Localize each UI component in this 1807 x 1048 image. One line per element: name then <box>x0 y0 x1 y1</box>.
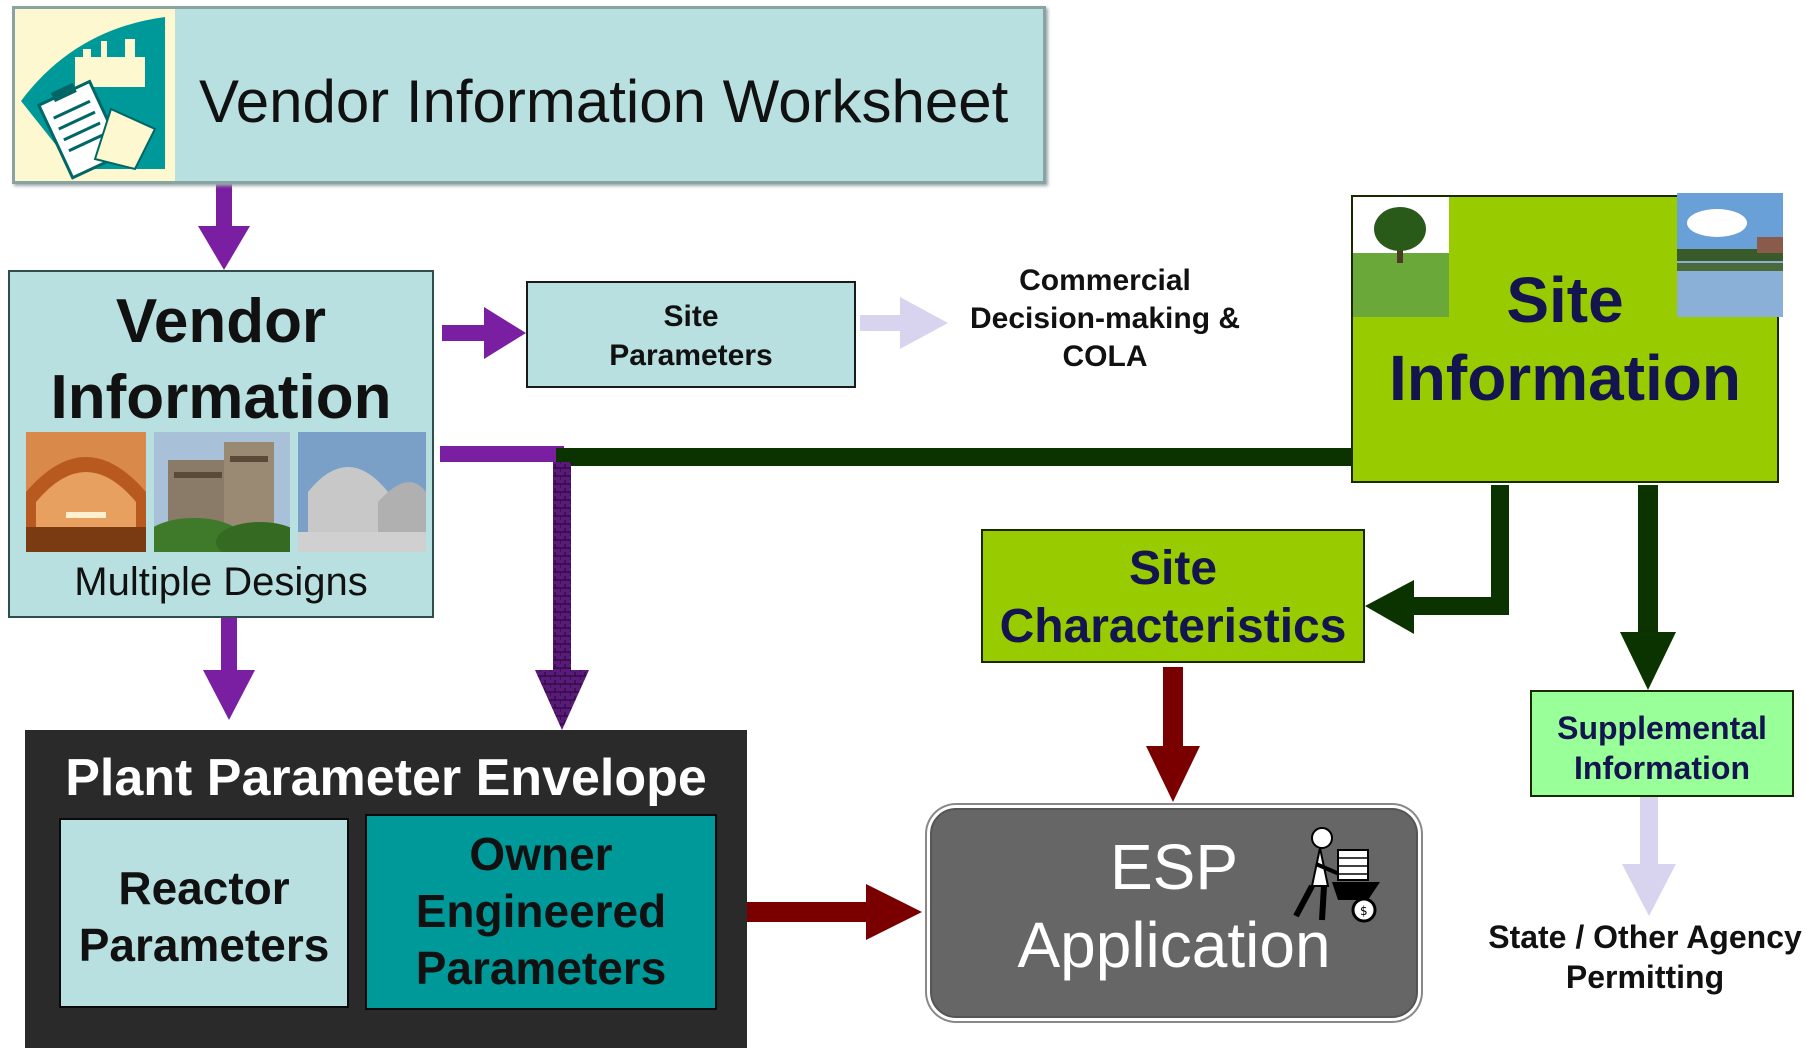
supplemental-line1: Supplemental <box>1557 710 1767 746</box>
owner-line2: Engineered <box>415 885 667 937</box>
vendor-worksheet-box: Vendor Information Worksheet <box>12 6 1046 184</box>
plant-parameter-envelope-box: Plant Parameter Envelope Reactor Paramet… <box>25 730 747 1048</box>
ppe-title: Plant Parameter Envelope <box>65 749 707 807</box>
arrow-worksheet-to-vendor <box>198 184 250 270</box>
arrow-characteristics-to-esp <box>1146 667 1200 802</box>
arrow-vendor-to-site-parameters <box>442 307 526 359</box>
commercial-line2: Decision-making & <box>969 302 1241 335</box>
site-info-line <box>556 448 1353 466</box>
vendor-information-box: Vendor Information Multiple Designs <box>8 270 434 618</box>
reactor-containment-photo <box>298 432 426 552</box>
worksheet-clipboard-icon <box>15 9 175 181</box>
supplemental-information-box: Supplemental Information <box>1530 690 1794 797</box>
reactor-line1: Reactor <box>118 862 290 914</box>
site-parameters-line1: Site <box>663 300 719 333</box>
commercial-line1: Commercial <box>1019 264 1191 297</box>
vendor-info-title-line1: Vendor <box>115 287 327 356</box>
vendor-info-subtitle: Multiple Designs <box>74 560 368 604</box>
owner-engineered-parameters-box: Owner Engineered Parameters <box>365 814 717 1010</box>
site-parameters-line2: Parameters <box>609 339 773 372</box>
svg-text:$: $ <box>1360 904 1368 918</box>
worksheet-title: Vendor Information Worksheet <box>199 68 1009 135</box>
site-characteristics-line1: Site <box>1128 542 1218 595</box>
arrow-site-info-to-supplemental <box>1620 485 1676 690</box>
wheelbarrow-figure-icon: $ <box>1293 827 1380 923</box>
arrow-supplemental-to-state <box>1622 797 1676 916</box>
arrow-site-info-to-characteristics <box>1365 485 1509 634</box>
state-permitting-label: State / Other Agency Permitting <box>1480 917 1807 997</box>
tree-field-photo <box>1353 197 1449 317</box>
lake-reflection-photo <box>1677 193 1783 317</box>
commercial-line3: COLA <box>1062 340 1148 373</box>
arrow-combined-to-owner-params <box>535 462 589 730</box>
reactor-dome-photo <box>26 432 146 552</box>
esp-line1: ESP <box>1109 831 1239 903</box>
reactor-line2: Parameters <box>78 919 330 971</box>
arrow-vendor-to-ppe <box>203 618 255 720</box>
owner-line1: Owner <box>469 828 613 880</box>
esp-line2: Application <box>1017 909 1331 981</box>
state-line1: State / Other Agency <box>1488 919 1802 955</box>
commercial-decision-label: Commercial Decision-making & COLA <box>940 262 1270 376</box>
reactor-parameters-box: Reactor Parameters <box>59 818 349 1008</box>
reactor-building-photo <box>154 432 290 552</box>
site-parameters-box: Site Parameters <box>526 281 856 388</box>
site-characteristics-line2: Characteristics <box>999 600 1347 653</box>
site-info-title-line2: Information <box>1389 342 1741 414</box>
vendor-output-line <box>440 446 564 462</box>
site-characteristics-box: Site Characteristics <box>981 529 1365 663</box>
owner-line3: Parameters <box>415 942 667 994</box>
vendor-info-title-line2: Information <box>50 363 392 432</box>
supplemental-line2: Information <box>1574 750 1750 786</box>
state-line2: Permitting <box>1565 959 1725 995</box>
arrow-site-parameters-to-commercial <box>860 297 948 349</box>
esp-application-box: ESP Application $ <box>930 808 1418 1018</box>
site-info-title-line1: Site <box>1506 264 1624 336</box>
site-information-box: Site Information <box>1351 193 1783 483</box>
arrow-ppe-to-esp <box>740 884 922 940</box>
